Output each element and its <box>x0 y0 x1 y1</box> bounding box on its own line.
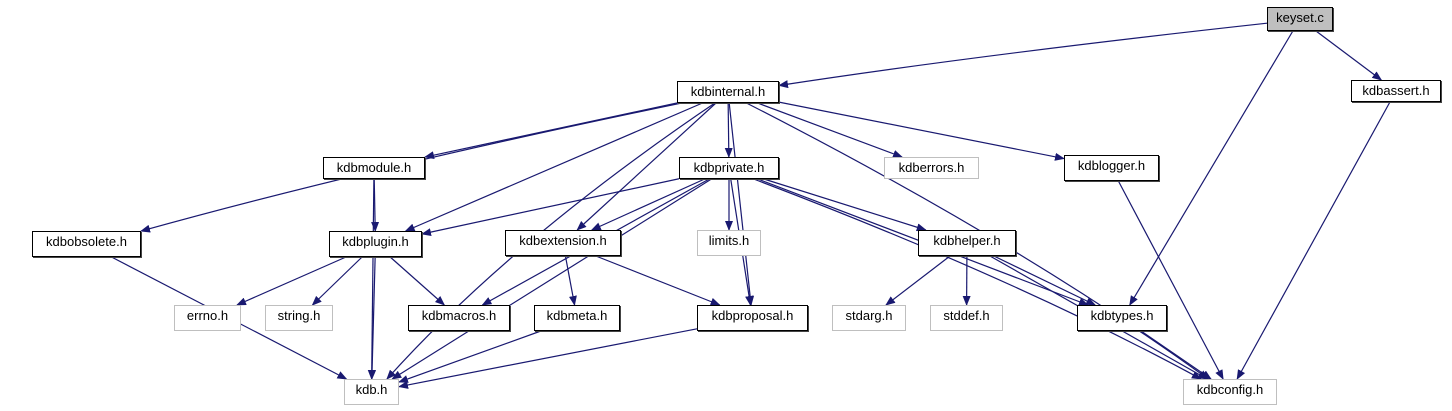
edge-kdbextension-to-kdbmeta <box>564 255 577 306</box>
edge-kdbassert-to-kdbconfig <box>1236 101 1391 380</box>
node-kdbobsolete-h[interactable]: kdbobsolete.h <box>32 231 141 257</box>
node-kdbmodule-h[interactable]: kdbmodule.h <box>323 157 425 179</box>
node-kdberrors-h[interactable]: kdberrors.h <box>884 157 979 179</box>
edge-kdbmeta-to-kdb <box>398 330 542 383</box>
edge-kdbinternal-to-kdbproposal <box>728 102 755 306</box>
edge-kdbinternal-to-kdberrors <box>757 102 903 158</box>
edge-kdbinternal-to-kdbextension <box>576 102 717 231</box>
node-kdbinternal-h[interactable]: kdbinternal.h <box>677 81 779 103</box>
edge-kdbprivate-to-kdbconfig <box>753 178 1202 380</box>
edge-kdbinternal-to-kdbprivate <box>724 102 733 158</box>
node-stddef-h[interactable]: stddef.h <box>930 305 1003 331</box>
node-kdbtypes-h[interactable]: kdbtypes.h <box>1077 305 1167 331</box>
node-kdbplugin-h[interactable]: kdbplugin.h <box>329 231 422 257</box>
edge-keyset_c-to-kdbinternal <box>778 22 1268 89</box>
node-kdbmacros-h[interactable]: kdbmacros.h <box>408 305 510 331</box>
edge-kdblogger-to-kdbconfig <box>1117 180 1224 380</box>
edge-kdbinternal-to-kdbplugin <box>404 102 703 232</box>
edge-kdbextension-to-kdbproposal <box>595 255 721 306</box>
edge-kdbhelper-to-stdarg <box>885 255 951 306</box>
node-kdblogger-h[interactable]: kdblogger.h <box>1064 155 1159 181</box>
node-kdbconfig-h[interactable]: kdbconfig.h <box>1183 379 1277 405</box>
edge-kdbtypes-to-kdbconfig <box>1140 330 1212 380</box>
node-kdb-h[interactable]: kdb.h <box>344 379 399 405</box>
node-string-h[interactable]: string.h <box>265 305 333 331</box>
edge-kdbplugin-to-string <box>311 256 363 306</box>
node-kdbassert-h[interactable]: kdbassert.h <box>1351 80 1441 102</box>
edge-kdbprivate-to-kdb <box>391 178 712 380</box>
edge-kdbproposal-to-kdb <box>398 328 698 389</box>
node-limits-h[interactable]: limits.h <box>697 230 761 256</box>
edge-keyset_c-to-kdbassert <box>1315 30 1383 81</box>
edge-kdbhelper-to-kdbtypes <box>993 255 1097 306</box>
edge-kdbplugin-to-errno <box>236 256 347 306</box>
node-keyset-c: keyset.c <box>1267 7 1333 31</box>
node-stdarg-h[interactable]: stdarg.h <box>832 305 906 331</box>
edge-kdbinternal-to-kdblogger <box>778 101 1065 161</box>
edge-kdbplugin-to-kdbmacros <box>389 256 446 306</box>
edge-kdbprivate-to-kdbextension <box>590 178 705 231</box>
node-kdbprivate-h[interactable]: kdbprivate.h <box>679 157 779 179</box>
node-kdbextension-h[interactable]: kdbextension.h <box>505 230 621 256</box>
node-errno-h[interactable]: errno.h <box>174 305 241 331</box>
edge-kdbprivate-to-kdbhelper <box>763 178 927 232</box>
edge-kdbplugin-to-kdb <box>368 256 377 380</box>
edge-keyset_c-to-kdbtypes <box>1129 30 1294 306</box>
node-kdbmeta-h[interactable]: kdbmeta.h <box>534 305 620 331</box>
edge-kdbinternal-to-kdbmodule <box>424 102 678 160</box>
node-kdbhelper-h[interactable]: kdbhelper.h <box>918 230 1016 256</box>
node-kdbproposal-h[interactable]: kdbproposal.h <box>697 305 808 331</box>
edge-kdbprivate-to-kdbplugin <box>421 178 680 237</box>
